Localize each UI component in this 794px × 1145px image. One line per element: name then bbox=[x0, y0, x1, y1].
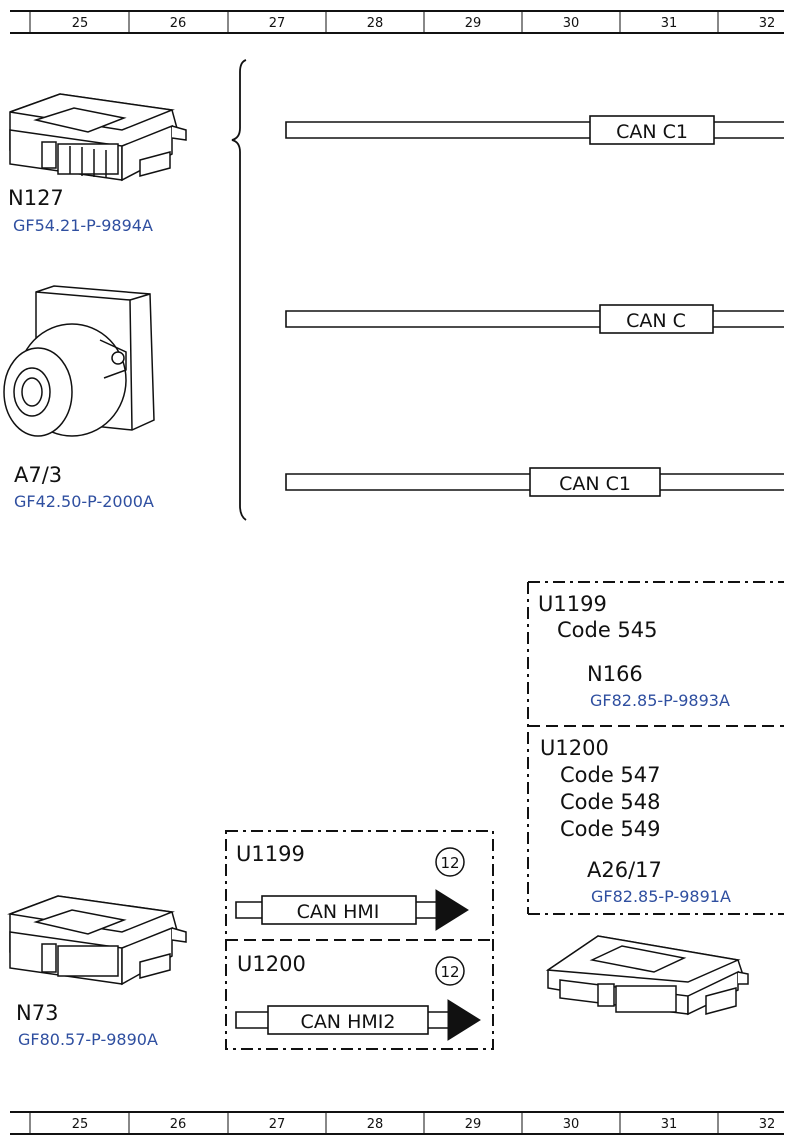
component-id-a26-17: A26/17 bbox=[587, 858, 662, 882]
ruler-col-25: 25 bbox=[72, 1117, 89, 1132]
wire-can-c1-bottom bbox=[285, 467, 784, 497]
wire-label-can-hmi: CAN HMI bbox=[297, 901, 380, 923]
ruler-col-29: 29 bbox=[465, 1117, 482, 1132]
ruler-col-32: 32 bbox=[759, 1117, 776, 1132]
top-ruler bbox=[10, 10, 784, 34]
wire-label-can-hmi2: CAN HMI2 bbox=[301, 1011, 396, 1033]
bracket-brace bbox=[231, 59, 247, 521]
wire-can-hmi2-arrow bbox=[447, 999, 481, 1041]
wire-can-c bbox=[285, 304, 784, 334]
component-ref-n127[interactable]: GF54.21-P-9894A bbox=[13, 216, 153, 235]
bottom-ruler-labels: 25 26 27 28 29 30 31 32 bbox=[72, 1117, 776, 1132]
variant-code-547: Code 547 bbox=[560, 763, 661, 787]
wire-label-can-c1-bottom: CAN C1 bbox=[559, 473, 631, 495]
wire-can-hmi2 bbox=[235, 1005, 448, 1035]
page-ref-circle-1 bbox=[435, 847, 465, 877]
component-ref-n166[interactable]: GF82.85-P-9893A bbox=[590, 691, 730, 710]
ruler-col-27: 27 bbox=[269, 1117, 286, 1132]
ruler-col-27: 27 bbox=[269, 16, 286, 31]
component-id-n127: N127 bbox=[8, 186, 64, 210]
top-ruler-labels: 25 26 27 28 29 30 31 32 bbox=[72, 16, 776, 31]
variant-code-id-u1199-mid: U1199 bbox=[236, 842, 305, 866]
bottom-ruler bbox=[10, 1111, 784, 1135]
control-unit-n127-image bbox=[9, 93, 187, 182]
ruler-col-28: 28 bbox=[367, 1117, 384, 1132]
variant-box-right-frames bbox=[527, 581, 784, 915]
ruler-col-32: 32 bbox=[759, 16, 776, 31]
ruler-col-30: 30 bbox=[563, 16, 580, 31]
component-id-n166: N166 bbox=[587, 662, 643, 686]
variant-code-545: Code 545 bbox=[557, 618, 658, 642]
wire-can-hmi-arrow bbox=[435, 889, 469, 931]
control-unit-a26-17-image bbox=[545, 935, 749, 1016]
ruler-col-30: 30 bbox=[563, 1117, 580, 1132]
component-id-a7-3: A7/3 bbox=[14, 463, 63, 487]
wire-label-can-c1-top: CAN C1 bbox=[616, 121, 688, 143]
ruler-col-28: 28 bbox=[367, 16, 384, 31]
wire-can-hmi bbox=[235, 895, 436, 925]
variant-code-id-u1199-right: U1199 bbox=[538, 592, 607, 616]
page-ref-number-2: 12 bbox=[440, 963, 459, 981]
wire-label-can-c: CAN C bbox=[626, 310, 686, 332]
control-unit-n73-image bbox=[7, 895, 187, 986]
ruler-col-25: 25 bbox=[72, 16, 89, 31]
variant-code-549: Code 549 bbox=[560, 817, 661, 841]
page-ref-number-1: 12 bbox=[440, 854, 459, 872]
ruler-col-31: 31 bbox=[661, 1117, 678, 1132]
component-ref-n73[interactable]: GF80.57-P-9890A bbox=[18, 1030, 158, 1049]
component-id-n73: N73 bbox=[16, 1001, 59, 1025]
variant-code-548: Code 548 bbox=[560, 790, 661, 814]
ruler-col-26: 26 bbox=[170, 1117, 187, 1132]
variant-code-id-u1200-mid: U1200 bbox=[237, 952, 306, 976]
page-ref-circle-2 bbox=[435, 956, 465, 986]
wire-can-c1-top bbox=[285, 115, 784, 145]
variant-code-id-u1200-right: U1200 bbox=[540, 736, 609, 760]
ruler-col-29: 29 bbox=[465, 16, 482, 31]
ruler-col-26: 26 bbox=[170, 16, 187, 31]
ruler-col-31: 31 bbox=[661, 16, 678, 31]
component-ref-a7-3[interactable]: GF42.50-P-2000A bbox=[14, 492, 154, 511]
actuator-a7-3-image bbox=[3, 285, 155, 437]
component-ref-a26-17[interactable]: GF82.85-P-9891A bbox=[591, 887, 731, 906]
